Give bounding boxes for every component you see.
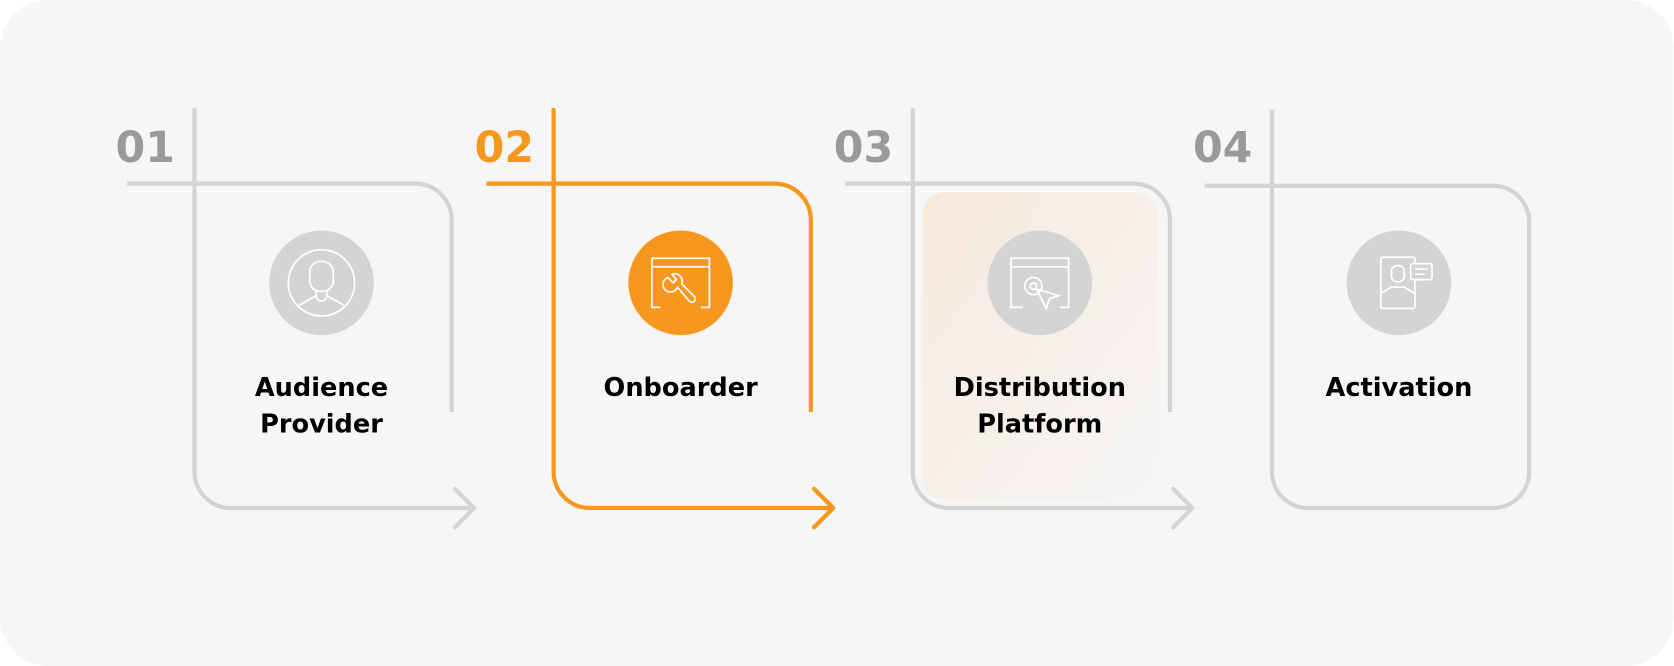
icon-circle	[1346, 230, 1452, 336]
icon-circle	[628, 230, 733, 336]
profile-chat-icon	[1379, 256, 1433, 310]
step-title-line1: Audience	[255, 373, 388, 403]
step-number: 01	[116, 123, 175, 173]
step-title-line1: Distribution	[954, 373, 1126, 403]
step-frame-bottom-arrow	[192, 107, 477, 530]
step-title-line1: Onboarder	[604, 373, 759, 403]
step-title-line2: Platform	[977, 409, 1102, 439]
step-number: 03	[834, 123, 893, 173]
step-frame-bottom-arrow	[910, 107, 1195, 530]
browser-click-icon	[1010, 257, 1070, 311]
step-frame	[1204, 109, 1532, 511]
step-number: 02	[475, 123, 534, 173]
user-avatar-icon	[287, 248, 356, 317]
step-frame-top	[845, 181, 1173, 412]
step-frame-top	[127, 181, 454, 412]
icon-circle	[269, 230, 374, 336]
active-step-highlight	[921, 192, 1158, 500]
step-title-line1: Activation	[1326, 373, 1473, 403]
step-title-line2: Provider	[260, 409, 383, 439]
icon-circle	[987, 230, 1093, 336]
step-frame-bottom-arrow	[551, 107, 836, 530]
browser-wrench-icon	[650, 257, 711, 309]
step-number: 04	[1193, 123, 1252, 173]
step-frame-top	[486, 181, 813, 412]
